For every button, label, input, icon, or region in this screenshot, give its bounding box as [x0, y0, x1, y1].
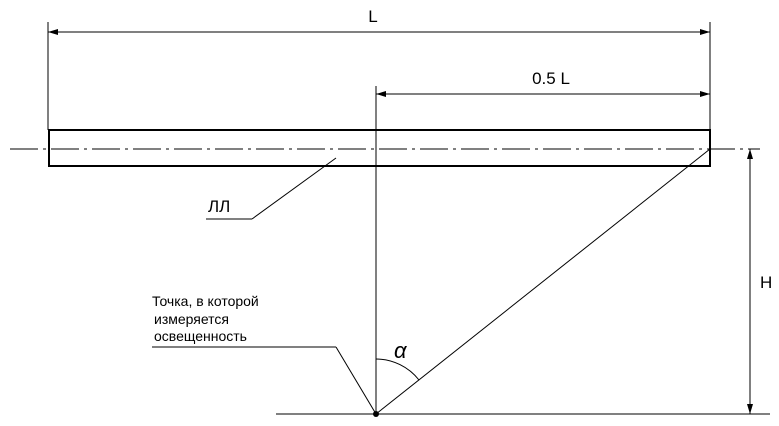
lamp-label-group: ЛЛ: [206, 157, 337, 220]
lamp-tube: [10, 129, 760, 167]
callout-line-2: измеряется: [154, 311, 229, 327]
angle-symbol: α: [394, 338, 408, 363]
callout-line-1: Точка, в которой: [152, 293, 259, 309]
dimension-l: L: [47, 7, 711, 130]
dimension-half-l: 0.5 L: [375, 69, 710, 130]
angle-arc: [375, 358, 420, 381]
callout-leader-line: [335, 346, 377, 415]
measurement-point-callout: Точка, в которой измеряется освещенность: [152, 293, 377, 415]
lamp-label: ЛЛ: [208, 197, 230, 216]
callout-line-3: освещенность: [154, 328, 247, 344]
dimension-h: H: [747, 149, 772, 414]
angle-alpha: α: [375, 338, 420, 381]
dimension-label-h: H: [760, 273, 772, 292]
dimension-label-half-l: 0.5 L: [532, 69, 570, 88]
dimension-label-l: L: [368, 7, 377, 26]
diagonal-line-to-lamp-end: [375, 148, 711, 415]
lamp-leader-line: [251, 157, 337, 220]
lamp-body: [48, 129, 711, 167]
